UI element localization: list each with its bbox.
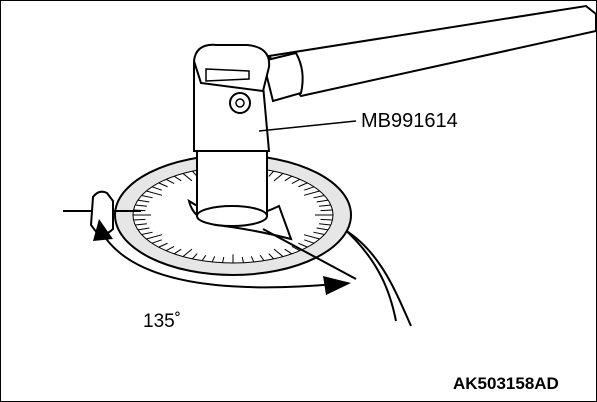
arrow-head-start-icon <box>93 219 113 241</box>
gauge-tick <box>304 186 315 191</box>
gauge-tick <box>137 227 150 231</box>
gauge-tick <box>250 256 255 263</box>
gauge-tick <box>320 209 333 212</box>
gauge-tick <box>133 218 146 221</box>
handle-collar <box>261 51 304 103</box>
wrench-handle <box>267 4 596 98</box>
cable-edge <box>340 225 397 322</box>
gauge-tick <box>182 248 193 257</box>
figure-id: AK503158AD <box>453 374 559 393</box>
gauge-tick <box>284 248 293 255</box>
gauge-tick <box>151 239 162 244</box>
gauge-tick <box>151 186 162 191</box>
pin-center-icon <box>235 98 245 108</box>
gauge-tick <box>141 194 153 199</box>
gauge-tick <box>165 245 175 252</box>
gauge-tick <box>273 248 284 257</box>
gauge-tick <box>191 253 198 260</box>
gauge-tick <box>158 242 168 248</box>
gauge-tick <box>268 253 275 260</box>
adapter-column <box>196 145 268 217</box>
indicator-line <box>262 228 357 280</box>
gauge-tick <box>211 256 216 263</box>
gauge-tick <box>135 223 147 226</box>
gauge-tick <box>303 190 320 196</box>
gauge-tick <box>320 218 333 221</box>
gauge-tick <box>319 204 331 207</box>
gauge-tick <box>316 227 329 231</box>
rotation-arc <box>100 230 337 289</box>
gauge-tick <box>313 231 325 236</box>
callout-leader <box>258 120 357 132</box>
gauge-tick <box>141 231 153 236</box>
adapter-column-bottom <box>196 205 268 227</box>
gauge-tick <box>284 175 293 182</box>
gauge-tick <box>268 170 275 177</box>
tool-callout-label: MB991614 <box>361 110 458 132</box>
gauge-tick <box>291 178 301 185</box>
gauge-tick <box>291 245 301 252</box>
gauge-tick <box>173 175 182 182</box>
gauge-tick <box>259 254 265 261</box>
gauge-tick <box>146 190 163 196</box>
gauge-tick <box>201 254 207 261</box>
gauge-tick <box>137 199 150 203</box>
gauge-tick <box>222 256 225 263</box>
gauge-tick <box>173 248 182 255</box>
angle-label: 135˚ <box>143 311 182 332</box>
gauge-scale-ticks <box>133 167 333 263</box>
arrow-head-end-icon <box>323 276 351 295</box>
gauge-tick <box>241 256 244 263</box>
adapter-yoke <box>192 43 271 93</box>
gauge-tick <box>182 173 193 182</box>
gauge-tick <box>273 173 284 182</box>
gauge-tick <box>158 182 168 188</box>
gauge-tick <box>304 239 315 244</box>
gauge-tick <box>298 182 308 188</box>
gauge-tick <box>165 178 175 185</box>
gauge-tick <box>303 234 320 240</box>
gauge-tick <box>146 234 163 240</box>
adapter-slot <box>205 68 250 82</box>
gauge-tick <box>298 242 308 248</box>
gauge-tick <box>313 194 325 199</box>
gauge-tick <box>316 199 329 203</box>
gauge-tick <box>135 204 147 207</box>
gauge-tick <box>319 223 331 226</box>
